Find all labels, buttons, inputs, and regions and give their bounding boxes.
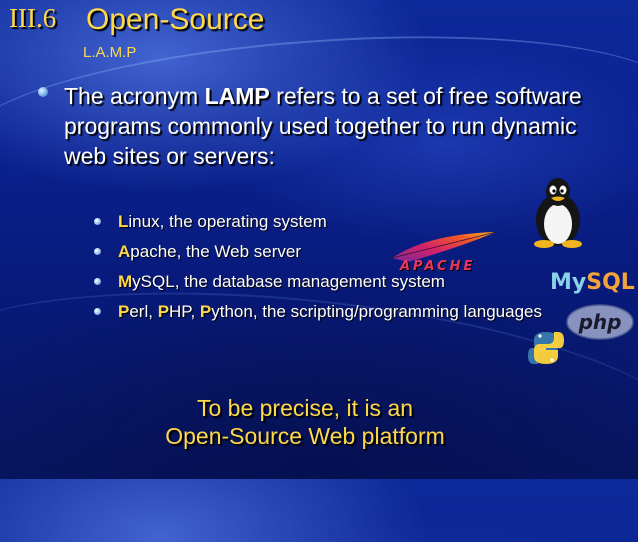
list-item-scripting: Perl, PHP, Python, the scripting/program…	[92, 302, 552, 322]
bullet-icon	[94, 278, 101, 285]
component-list: Linux, the operating system Apache, the …	[92, 212, 552, 332]
bullet-icon	[94, 308, 101, 315]
list-item-initial: P	[118, 302, 130, 321]
mysql-logo: MySQL	[550, 270, 635, 295]
list-item-text: pache, the Web server	[130, 242, 302, 261]
footer-line-2: Open-Source Web platform	[165, 423, 445, 449]
page-subtitle: L.A.M.P	[83, 44, 137, 61]
list-item-linux: Linux, the operating system	[92, 212, 552, 232]
list-item-initial: L	[118, 212, 129, 231]
main-text-after: refers to a set of free software program…	[64, 83, 582, 169]
page-title: Open-Source	[86, 3, 265, 36]
list-item-text: erl,	[129, 302, 158, 321]
section-number: III.6	[9, 3, 57, 33]
bullet-icon	[94, 248, 101, 255]
footer-line-1: To be precise, it is an	[196, 395, 414, 421]
list-item-initial: P	[157, 302, 170, 321]
main-acronym: LAMP	[204, 83, 270, 109]
footer-statement: To be precise, it is an Open-Source Web …	[0, 394, 610, 450]
list-item-text: ySQL, the database management system	[132, 272, 445, 291]
list-item-initial: M	[118, 272, 133, 291]
bullet-icon	[38, 87, 48, 97]
list-item-initial: A	[118, 242, 131, 261]
bullet-icon	[94, 218, 101, 225]
list-item-apache: Apache, the Web server	[92, 242, 552, 262]
list-item-text: inux, the operating system	[128, 212, 327, 231]
linux-tux-icon	[534, 178, 582, 248]
list-item-text: HP,	[169, 302, 200, 321]
mysql-logo-my: My	[550, 270, 587, 295]
list-item-mysql: MySQL, the database management system	[92, 272, 552, 292]
list-item-initial: P	[199, 302, 212, 321]
apache-logo-text: APACHE	[400, 259, 476, 274]
main-text-before: The acronym	[64, 83, 205, 109]
php-logo-text: php	[578, 310, 622, 334]
python-logo-icon	[528, 332, 564, 364]
list-item-text: ython, the scripting/programming languag…	[211, 302, 542, 321]
main-paragraph: The acronym LAMP refers to a set of free…	[64, 81, 604, 171]
php-logo-icon: php	[566, 304, 634, 340]
mysql-logo-sql: SQL	[586, 270, 635, 295]
apache-feather-icon	[391, 231, 497, 262]
